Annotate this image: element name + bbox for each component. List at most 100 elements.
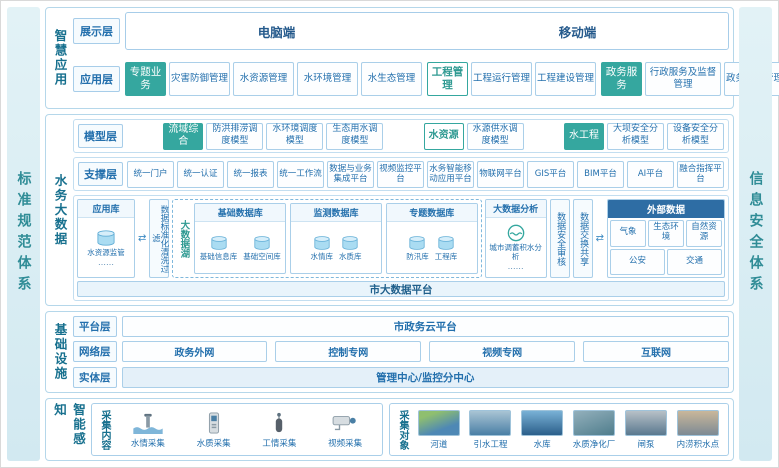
network-layer-tag: 网络层 [73, 341, 117, 363]
display-layer-row: 展示层 电脑端 移动端 [73, 12, 729, 50]
sub-db-label: 基础空间库 [243, 251, 281, 261]
support-item: AI平台 [627, 160, 674, 188]
big-data-analysis-title: 大数据分析 [485, 200, 546, 218]
platform-layer-row: 平台层 市政务云平台 [73, 316, 729, 338]
collection-content-item: 视频采集 [328, 411, 362, 449]
model-group-water-engineering: 水工程 大坝安全分析模型 设备安全分析模型 [563, 122, 724, 150]
network-item: 政务外网 [121, 341, 268, 363]
data-security-audit-column: 数据安全审核 [549, 199, 570, 278]
collection-object-caption: 引水工程 [473, 439, 508, 450]
support-item: 融合指挥平台 [677, 160, 724, 188]
section-label-smart-application: 智慧应用 [52, 29, 68, 87]
support-item: 物联网平台 [477, 160, 524, 188]
sub-db-label: 水情库 [310, 251, 333, 261]
model-item: 防洪排涝调度模型 [206, 122, 264, 150]
database-cylinder-icon [254, 235, 270, 250]
monitoring-database-title: 监测数据库 [291, 204, 381, 222]
model-item: 大坝安全分析模型 [606, 122, 664, 150]
support-item: 统一门户 [127, 160, 174, 188]
analysis-wave-icon [507, 224, 524, 242]
thematic-database-box: 专题数据库 防汛库 工程库 [385, 203, 478, 274]
water-quality-meter-icon [208, 411, 219, 434]
collection-content-item: 水质采集 [197, 411, 231, 449]
collection-content-caption: 工情采集 [262, 438, 297, 449]
model-item: 水源供水调度模型 [466, 122, 524, 150]
external-item: 自然资源 [686, 220, 722, 247]
display-terminals-box: 电脑端 移动端 [125, 12, 729, 50]
network-item: 互联网 [583, 341, 729, 363]
app-item: 灾害防御管理 [169, 62, 230, 96]
sub-db-label: 基础信息库 [199, 251, 238, 261]
external-data-title: 外部数据 [608, 200, 724, 218]
big-data-analysis-box: 大数据分析 城市调蓄积水分析 …… [484, 199, 547, 278]
reservoir-photo [521, 409, 564, 436]
ellipsis-text: …… [507, 262, 524, 271]
right-security-system-bar: 信息安全体系 [739, 7, 772, 461]
collection-content-caption: 视频采集 [328, 438, 363, 449]
management-center-bar: 管理中心/监控分中心 [121, 366, 729, 388]
collection-content-label: 采集内容 [99, 409, 110, 450]
support-layer-tag: 支撑层 [78, 162, 123, 186]
collection-object-item: 河道 [417, 409, 460, 450]
water-diversion-photo [469, 409, 512, 436]
purification-plant-photo [573, 409, 616, 436]
data-cleaning-column: 数据标准化清洗过滤 [149, 199, 170, 278]
external-item: 交通 [667, 248, 722, 275]
app-item: 工程运行管理 [471, 62, 532, 96]
left-standards-system-bar: 标准规范体系 [7, 7, 40, 461]
collection-content-item: 水情采集 [131, 411, 165, 449]
sub-db-label: 防汛库 [406, 251, 429, 261]
basic-database-title: 基础数据库 [195, 204, 286, 222]
support-item: 数据与业务集成平台 [327, 160, 374, 188]
network-item: 视频专网 [429, 341, 576, 363]
section-smart-application: 智慧应用 展示层 电脑端 移动端 应用层 专题业务 灾害防御管理 水资源管理 水… [45, 7, 779, 109]
model-layer-row: 模型层 流域综合 防洪排涝调度模型 水环境调度模型 生态用水调度模型 水资源 水… [73, 119, 729, 153]
external-item: 公安 [610, 248, 665, 275]
support-items: 统一门户 统一认证 统一报表 统一工作流 数据与业务集成平台 视频监控平台 水务… [127, 160, 724, 188]
external-data-box: 外部数据 气象 生态环境 自然资源 公安 交通 [607, 199, 725, 278]
app-item: 水生态管理 [361, 62, 422, 96]
water-level-sensor-icon [133, 413, 163, 434]
collection-object-item: 内涝积水点 [676, 409, 720, 450]
ellipsis-text: …… [98, 257, 114, 267]
collection-object-item: 水库 [521, 409, 564, 450]
entity-layer-row: 实体层 管理中心/监控分中心 [73, 366, 729, 388]
model-item: 生态用水调度模型 [326, 122, 384, 150]
data-flow-panel: 应用库 水资源监管 …… ⇄ 数据标准化清洗过滤 大数据湖 [73, 195, 729, 301]
sluice-pump-photo [624, 409, 667, 436]
monitoring-database-box: 监测数据库 水情库 水质库 [290, 203, 382, 274]
collection-object-item: 水质净化厂 [573, 409, 616, 450]
collection-content-item: 工情采集 [262, 411, 296, 449]
section-label-water-big-data: 水务大数据 [52, 173, 68, 247]
gov-cloud-platform-bar: 市政务云平台 [121, 316, 729, 338]
section-water-big-data: 水务大数据 模型层 流域综合 防洪排涝调度模型 水环境调度模型 生态用水调度模型… [45, 114, 734, 306]
collection-content-caption: 水质采集 [196, 438, 231, 449]
app-item: 水资源管理 [233, 62, 294, 96]
external-item: 生态环境 [648, 220, 684, 247]
collection-object-caption: 内涝积水点 [676, 439, 720, 450]
app-item: 行政服务及监督管理 [645, 62, 721, 96]
entity-layer-tag: 实体层 [73, 366, 117, 388]
collection-object-caption: 闸泵 [637, 439, 655, 450]
section-label-infrastructure: 基础设施 [52, 323, 68, 381]
application-layer-tag: 应用层 [73, 66, 120, 92]
application-database-label: 水资源监管 [87, 247, 125, 257]
model-group-water-resource: 水资源 水源供水调度模型 [423, 122, 524, 150]
pc-terminal-label: 电脑端 [257, 24, 296, 40]
application-database-box: 应用库 水资源监管 …… [77, 199, 135, 278]
section-smart-sensing: 智能感知 采集内容 水情采集 水质采集 [45, 398, 734, 461]
cctv-camera-icon [332, 415, 356, 430]
support-item: 统一认证 [177, 160, 224, 188]
collection-objects-label: 采集对象 [397, 409, 408, 450]
mobile-terminal-label: 移动端 [558, 24, 597, 40]
app-item: 工程建设管理 [535, 62, 596, 96]
collection-object-item: 引水工程 [469, 409, 512, 450]
sub-db-label: 水质库 [338, 251, 362, 261]
group-head-special-business: 专题业务 [125, 62, 166, 96]
database-cylinder-icon [342, 235, 358, 250]
support-item: 统一工作流 [277, 160, 324, 188]
exchange-arrow-icon: ⇄ [138, 233, 147, 244]
collection-object-item: 闸泵 [624, 409, 667, 450]
analysis-item-label: 城市调蓄积水分析 [489, 243, 542, 261]
